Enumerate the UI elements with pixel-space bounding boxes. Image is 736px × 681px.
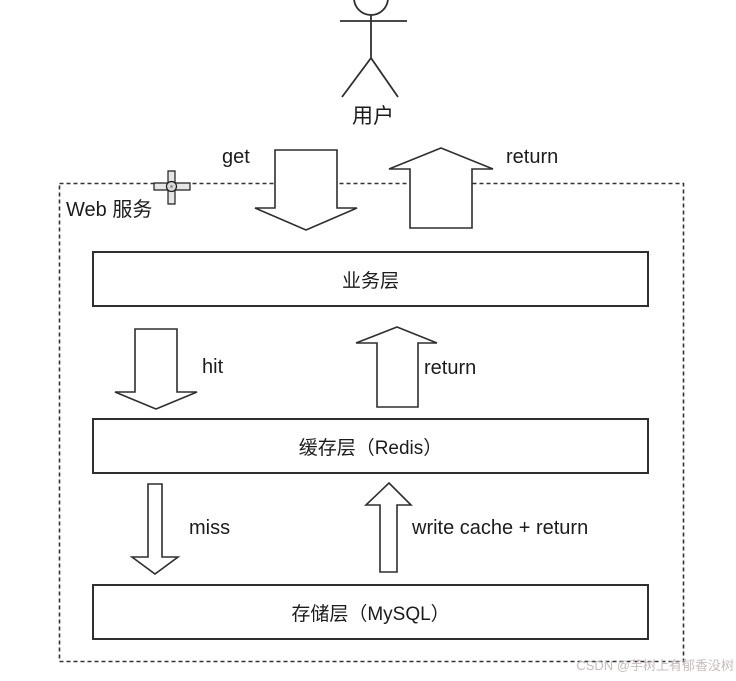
web-service-label: Web 服务 bbox=[66, 199, 153, 221]
get-arrow-down bbox=[254, 149, 358, 231]
miss-label: miss bbox=[189, 517, 231, 539]
watermark-text: CSDN @芋树上有郁香没树 bbox=[576, 658, 734, 673]
business-layer-label: 业务层 bbox=[341, 270, 399, 292]
get-label: get bbox=[222, 146, 250, 168]
return-top-label: return bbox=[506, 146, 559, 168]
cache-layer-label: 缓存层（Redis） bbox=[298, 437, 443, 459]
cache-layer-box: 缓存层（Redis） bbox=[92, 418, 649, 474]
return-mid-arrow-up bbox=[355, 326, 438, 408]
return-mid-label: return bbox=[424, 357, 477, 379]
write-cache-label: write cache + return bbox=[412, 517, 589, 539]
move-cursor-icon bbox=[153, 170, 191, 205]
hit-label: hit bbox=[202, 356, 224, 378]
hit-arrow-down bbox=[114, 328, 198, 410]
storage-layer-box: 存储层（MySQL） bbox=[92, 584, 649, 640]
business-layer-box: 业务层 bbox=[92, 251, 649, 307]
web-service-boundary bbox=[58, 182, 685, 663]
actor-label: 用户 bbox=[352, 105, 394, 128]
write-cache-arrow-up bbox=[364, 481, 413, 573]
person-icon bbox=[340, 0, 407, 98]
miss-arrow-down bbox=[129, 483, 181, 575]
return-top-arrow-up bbox=[388, 147, 494, 229]
storage-layer-label: 存储层（MySQL） bbox=[291, 603, 450, 625]
